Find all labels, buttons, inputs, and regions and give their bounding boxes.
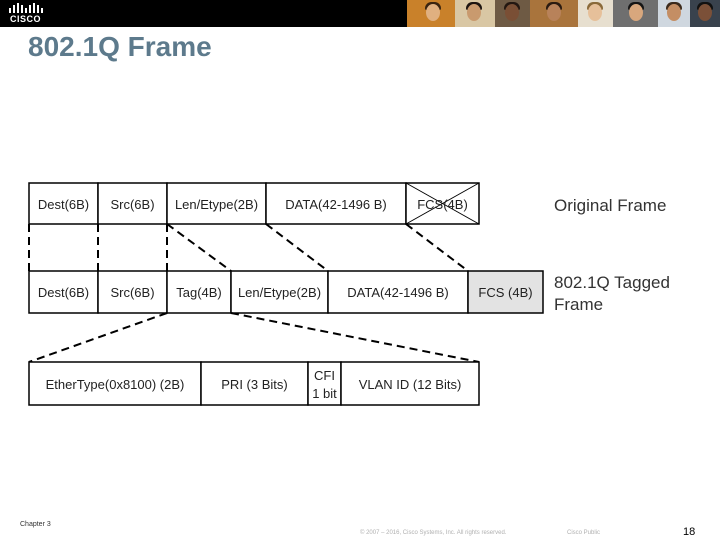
tagged-field-label: FCS (4B) [478,285,532,300]
tagged-field-len-etype [230,270,329,314]
person-photo-icon [495,0,530,27]
footer-classification: Cisco Public [567,530,601,536]
page-number: 18 [683,526,696,538]
footer-chapter: Chapter 3 [20,521,51,528]
tag-field-cfi [307,361,342,406]
person-photo-icon [690,0,720,27]
orig-field-label: Src(6B) [110,197,154,212]
orig-field-label: Len/Etype(2B) [175,197,258,212]
tagged-field-data [327,270,469,314]
tagged-field-label: Tag(4B) [176,285,222,300]
original-frame-label: Original Frame [554,196,666,215]
fcs-cross-out-line [405,182,480,225]
frame-connector-lines [28,223,469,272]
orig-field-data [265,182,407,225]
tagged-frame-row: Dest(6B) Src(6B) Tag(4B) Len/Etype(2B) D… [28,270,544,314]
cisco-logo-text: CISCO [10,14,42,24]
tag-detail-row: EtherType(0x8100) (2B) PRI (3 Bits) CFI … [28,361,480,406]
tag-field-label: CFI [314,368,335,383]
cisco-logo: CISCO [8,3,44,24]
person-photo-icon [658,0,690,27]
tagged-field-tag [166,270,232,314]
tag-field-label: PRI (3 Bits) [221,377,287,392]
orig-field-len-etype [166,182,267,225]
tagged-field-dest [28,270,99,314]
person-photo-icon [455,0,495,27]
page-title: 802.1Q Frame [28,31,212,62]
person-photo-icon [407,0,455,27]
header-bar: CISCO [0,0,720,27]
tagged-field-fcs [467,270,544,314]
orig-field-label: FCS(4B) [417,197,468,212]
tag-field-label: VLAN ID (12 Bits) [359,377,462,392]
person-photo-icon [613,0,658,27]
tag-expansion-lines [28,312,480,363]
tag-field-label: EtherType(0x8100) (2B) [46,377,185,392]
cisco-bars-icon [9,3,43,13]
original-frame-row: Dest(6B) Src(6B) Len/Etype(2B) DATA(42-1… [28,182,480,225]
orig-field-label: Dest(6B) [38,197,89,212]
orig-field-dest [28,182,99,225]
header-photo-strip [407,0,720,27]
person-photo-icon [530,0,578,27]
orig-field-label: DATA(42-1496 B) [285,197,386,212]
tag-field-vlan-id [340,361,480,406]
tag-field-label: 1 bit [312,386,337,401]
footer-copyright: © 2007 – 2016, Cisco Systems, Inc. All r… [360,530,507,536]
tagged-frame-label: 802.1Q Tagged [554,273,670,292]
tagged-field-label: DATA(42-1496 B) [347,285,448,300]
tagged-frame-label: Frame [554,295,603,314]
tagged-field-label: Dest(6B) [38,285,89,300]
tagged-field-src [97,270,168,314]
person-photo-icon [578,0,613,27]
tagged-field-label: Len/Etype(2B) [238,285,321,300]
orig-field-src [97,182,168,225]
tagged-field-label: Src(6B) [110,285,154,300]
